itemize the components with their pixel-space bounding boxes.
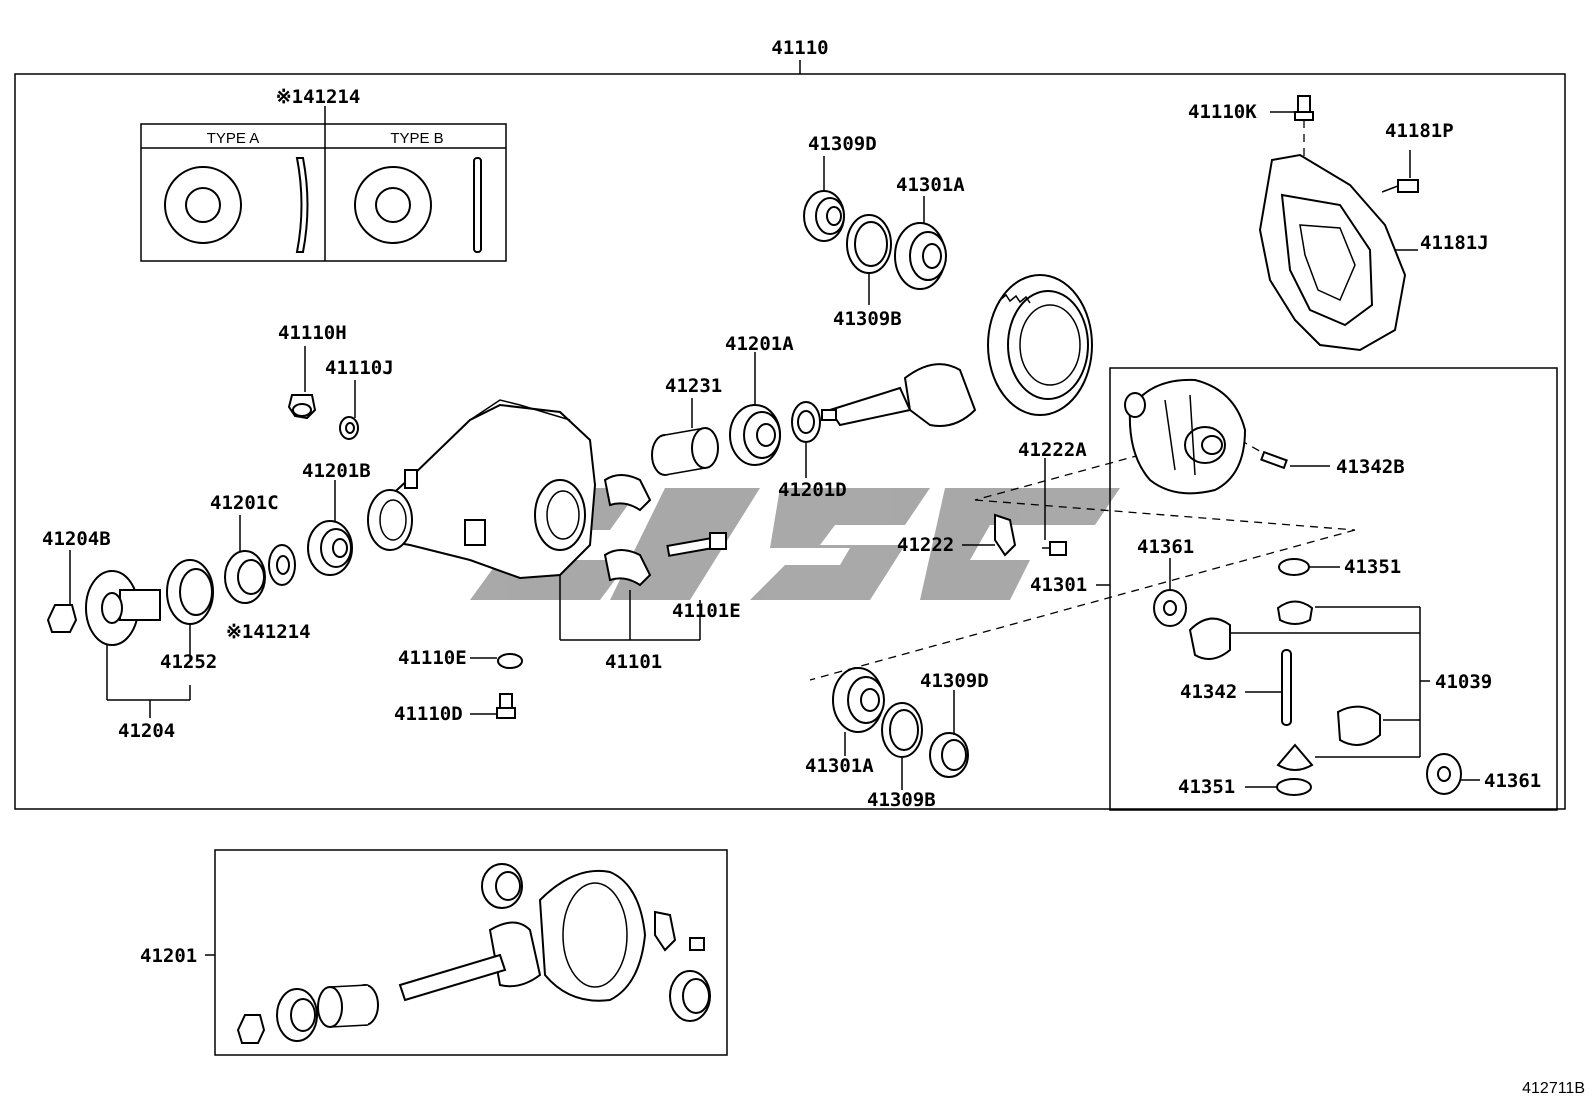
carrier-housing xyxy=(367,399,701,641)
label-41309B-top[interactable]: 41309B xyxy=(833,308,902,330)
label-41214-mid[interactable]: ※141214 xyxy=(226,621,311,643)
label-41110D[interactable]: 41110D xyxy=(394,703,463,725)
ring-pinion-gear-top xyxy=(821,274,1093,427)
bearing-cap-group: 41101E 41101 xyxy=(603,474,741,673)
label-41110E[interactable]: 41110E xyxy=(398,647,467,669)
lock-plate-group: 41222A 41222 xyxy=(897,439,1087,557)
label-41110K[interactable]: 41110K xyxy=(1188,101,1257,123)
label-41201C[interactable]: 41201C xyxy=(210,492,279,514)
label-41301A-bot[interactable]: 41301A xyxy=(805,755,874,777)
drain-plug-group: 41110H 41110J xyxy=(278,322,394,440)
label-41204[interactable]: 41204 xyxy=(118,720,175,742)
type-b-label: TYPE B xyxy=(390,130,443,147)
label-41110H[interactable]: 41110H xyxy=(278,322,347,344)
carrier-bearing-group-top: 41309D 41301A 41309B xyxy=(803,133,965,330)
label-41039[interactable]: 41039 xyxy=(1435,671,1492,693)
label-41309D-top[interactable]: 41309D xyxy=(808,133,877,155)
figure-code: 412711B xyxy=(1522,1080,1585,1097)
label-41342B[interactable]: 41342B xyxy=(1336,456,1405,478)
pinion-bearing-group: 41231 41201A 41201D xyxy=(651,333,847,501)
label-41342[interactable]: 41342 xyxy=(1180,681,1237,703)
main-assembly-box xyxy=(14,73,1566,810)
label-41252[interactable]: 41252 xyxy=(160,651,217,673)
label-41222[interactable]: 41222 xyxy=(897,534,954,556)
shim-type-box: ※141214 TYPE A TYPE B xyxy=(140,86,507,262)
type-a-label: TYPE A xyxy=(207,130,260,147)
label-41201B[interactable]: 41201B xyxy=(302,460,371,482)
main-frame: 41110 xyxy=(14,37,1566,810)
companion-flange-group: 41201B 41201C 41204B ※141214 41252 41204 xyxy=(42,460,371,742)
label-41351-bot[interactable]: 41351 xyxy=(1178,776,1235,798)
label-41201A[interactable]: 41201A xyxy=(725,333,794,355)
label-41231[interactable]: 41231 xyxy=(665,375,722,397)
label-41222A[interactable]: 41222A xyxy=(1018,439,1087,461)
label-41301[interactable]: 41301 xyxy=(1030,574,1087,596)
label-41361-top[interactable]: 41361 xyxy=(1137,536,1194,558)
label-41214-top[interactable]: ※141214 xyxy=(276,86,361,108)
label-41110[interactable]: 41110 xyxy=(771,37,828,59)
label-41101[interactable]: 41101 xyxy=(605,651,662,673)
label-41201D[interactable]: 41201D xyxy=(778,479,847,501)
label-41110J[interactable]: 41110J xyxy=(325,357,394,379)
ring-pinion-kit-box: 41201 xyxy=(140,849,728,1056)
label-41361-bot[interactable]: 41361 xyxy=(1484,770,1541,792)
plug-group-lower: 41110E 41110D xyxy=(394,647,523,725)
label-41351-top[interactable]: 41351 xyxy=(1344,556,1401,578)
label-41201[interactable]: 41201 xyxy=(140,945,197,967)
label-41204B[interactable]: 41204B xyxy=(42,528,111,550)
differential-cover-group: 41110K 41181P 41181J xyxy=(1188,95,1489,352)
carrier-bearing-group-bottom: 41301A 41309B 41309D xyxy=(805,667,989,811)
label-41181J[interactable]: 41181J xyxy=(1420,232,1489,254)
label-41181P[interactable]: 41181P xyxy=(1385,120,1454,142)
label-41301A-top[interactable]: 41301A xyxy=(896,174,965,196)
label-41101E[interactable]: 41101E xyxy=(672,600,741,622)
label-41309B-bot[interactable]: 41309B xyxy=(867,789,936,811)
differential-case-box: 41301 41342B 41361 41351 41039 41 xyxy=(1030,367,1558,811)
label-41309D-bot[interactable]: 41309D xyxy=(920,670,989,692)
